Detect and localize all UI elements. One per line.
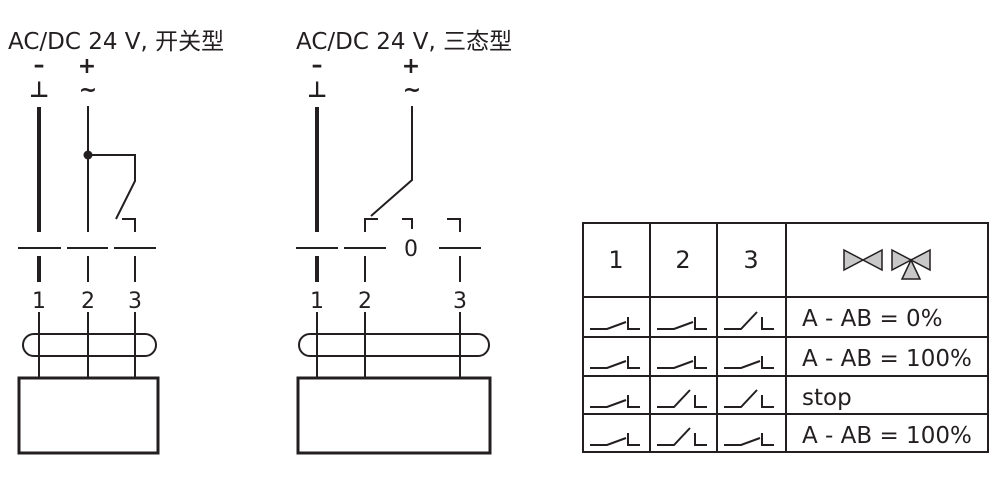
table-result-row-4: A - AB = 100% [802,423,972,449]
switch-truth-table: 1 2 3 A - AB = 0% A - AB = 100% stop A -… [582,222,989,453]
left-terminal-number-2: 2 [81,289,95,314]
switch-contact-r3-c2 [694,395,707,408]
right-wiring-diagram: AC/DC 24 V, 三态型 – + ⊥ ~ 0 1 2 3 [296,29,512,455]
switch-contact-r1-c1 [627,317,640,330]
switch-contact-r3-c1 [627,395,640,408]
switch-open-r2-c3 [724,360,761,369]
left-wiring-diagram: AC/DC 24 V, 开关型 – + ⊥ ~ 1 2 3 [8,29,224,455]
switch-contact-r4-c2 [694,433,707,446]
left-terminal-number-1: 1 [32,289,46,314]
switch-closed-r4-c2 [657,427,691,446]
switch-open-r2-c2 [657,360,694,369]
right-cable-sheath [298,333,490,357]
right-switch-terminal-3 [447,218,461,232]
switch-closed-r3-c2 [657,389,691,408]
left-cable-sheath [22,333,157,357]
switch-contact-r1-c3 [761,317,774,330]
right-minus-sign: – [312,53,323,78]
table-header-2: 2 [675,246,690,274]
right-actuator-box [296,376,492,455]
left-actuator-box [17,376,160,455]
right-terminal-number-3: 3 [453,289,467,314]
switch-contact-r4-c1 [627,433,640,446]
right-switch-terminal-2 [364,218,378,232]
right-neutral-label: 0 [404,237,418,262]
right-plus-sign: + [402,54,420,79]
left-plus-sign: + [78,54,96,79]
right-terminal-number-2: 2 [358,289,372,314]
table-result-row-1: A - AB = 0% [802,306,943,332]
table-result-row-3: stop [802,385,852,411]
switch-open-r1-c1 [590,321,627,330]
right-switch-neutral-stub [402,218,413,229]
switch-open-r3-c1 [590,399,627,408]
table-header-3: 3 [743,246,758,274]
switch-open-r4-c3 [724,437,761,446]
table-header-1: 1 [608,246,623,274]
right-diagram-title: AC/DC 24 V, 三态型 [296,29,512,55]
left-ac-icon: ~ [79,78,97,103]
right-terminal-number-1: 1 [310,289,324,314]
switch-contact-r4-c3 [761,433,774,446]
left-diagram-title: AC/DC 24 V, 开关型 [8,29,224,55]
three-way-valve-icon [891,248,931,280]
switch-contact-r2-c3 [761,356,774,369]
switch-closed-r3-c3 [724,389,758,408]
switch-closed-r1-c3 [724,311,758,330]
right-ground-icon: ⊥ [307,78,327,103]
table-result-row-2: A - AB = 100% [802,346,972,372]
switch-open-r2-c1 [590,360,627,369]
right-switch-contact [370,106,413,217]
switch-open-r4-c1 [590,437,627,446]
left-switch-contact [88,154,136,220]
left-minus-sign: – [34,53,45,78]
switch-contact-r2-c2 [694,356,707,369]
left-terminal-number-3: 3 [128,289,142,314]
switch-contact-r2-c1 [627,356,640,369]
switch-contact-r3-c3 [761,395,774,408]
two-way-valve-icon [843,248,883,272]
switch-contact-r1-c2 [694,317,707,330]
left-ground-icon: ⊥ [29,78,49,103]
switch-open-r1-c2 [657,321,694,330]
switch-symbols [590,311,774,446]
right-ac-icon: ~ [403,78,421,103]
left-switch-terminal [122,218,136,232]
